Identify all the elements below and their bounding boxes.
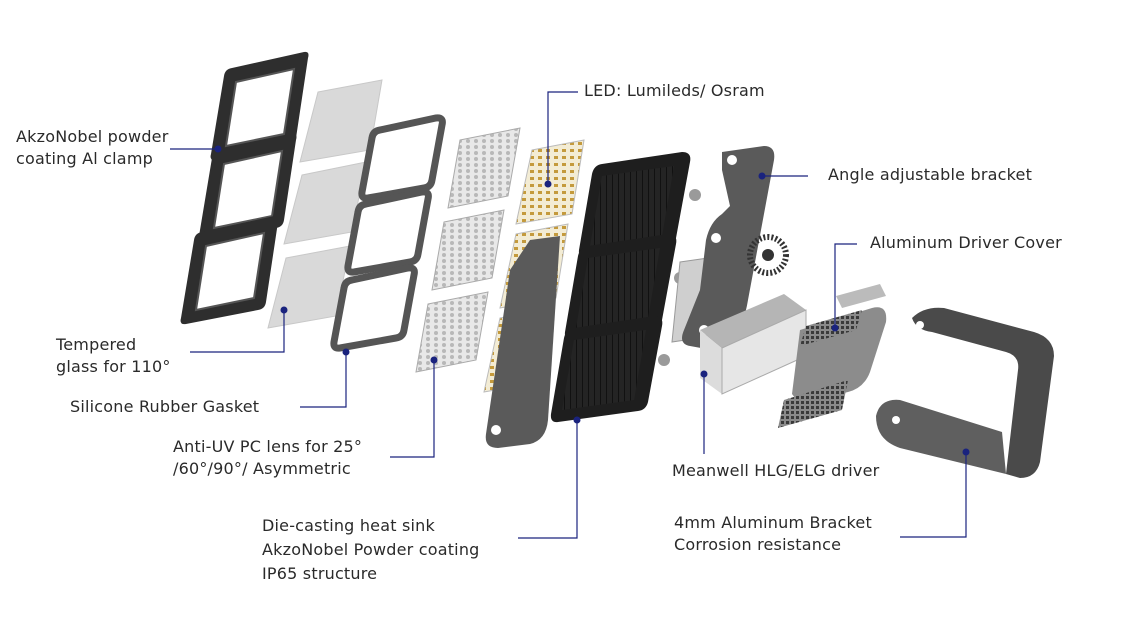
leader-glass	[190, 310, 285, 353]
label-heatsink-line3: IP65 structure	[262, 564, 378, 583]
label-lens: Anti-UV PC lens for 25° /60°/90°/ Asymme…	[173, 436, 362, 480]
label-heatsink: Die-casting heat sink AkzoNobel Powder c…	[262, 514, 480, 586]
dot-driver	[700, 370, 708, 378]
label-lens-line1: Anti-UV PC lens for 25°	[173, 437, 363, 456]
dot-clamp	[214, 145, 222, 153]
dot-bracket	[962, 448, 970, 456]
leader-bracket	[900, 452, 967, 538]
label-lens-line2: /60°/90°/ Asymmetric	[173, 459, 351, 478]
label-bracket-adjust-line1: Angle adjustable bracket	[828, 165, 1033, 184]
pc-lenses	[415, 127, 521, 373]
label-led-line1: LED: Lumileds/ Osram	[584, 81, 765, 100]
label-driver: Meanwell HLG/ELG driver	[672, 460, 879, 482]
label-driver-line1: Meanwell HLG/ELG driver	[672, 461, 880, 480]
label-bracket-line1: 4mm Aluminum Bracket	[674, 513, 872, 532]
driver	[700, 294, 807, 395]
dot-glass	[280, 306, 288, 314]
label-glass: Tempered glass for 110°	[56, 334, 171, 378]
label-heatsink-line1: Die-casting heat sink	[262, 516, 435, 535]
dot-heatsink	[573, 416, 581, 424]
dot-gasket	[342, 348, 350, 356]
label-led: LED: Lumileds/ Osram	[584, 80, 765, 102]
driver-cover	[778, 284, 887, 428]
clamp-frame-3	[180, 215, 279, 325]
label-glass-line1: Tempered	[56, 335, 137, 354]
leader-heatsink	[518, 420, 578, 539]
leader-gasket	[300, 352, 347, 408]
leader-driver-cover	[834, 243, 857, 328]
label-gasket-line1: Silicone Rubber Gasket	[70, 397, 260, 416]
label-gasket: Silicone Rubber Gasket	[70, 396, 259, 418]
label-clamp-line1: AkzoNobel powder	[16, 127, 169, 146]
tempered-glass-panes	[267, 79, 383, 329]
label-heatsink-line2: AkzoNobel Powder coating	[262, 540, 480, 559]
label-bracket-line2: Corrosion resistance	[674, 535, 842, 554]
clamp-frames	[180, 51, 309, 325]
dot-led	[544, 180, 552, 188]
rear-plate	[485, 236, 560, 448]
label-driver-cover-line1: Aluminum Driver Cover	[870, 233, 1062, 252]
label-clamp-line2: coating Al clamp	[16, 149, 153, 168]
clamp-frame-1	[210, 51, 309, 161]
dot-lens	[430, 356, 438, 364]
leader-led	[547, 91, 578, 184]
label-bracket: 4mm Aluminum Bracket Corrosion resistanc…	[674, 512, 872, 556]
label-clamp: AkzoNobel powder coating Al clamp	[16, 126, 169, 170]
aluminum-bracket	[876, 307, 1054, 478]
silicone-gaskets	[330, 114, 446, 352]
angle-adjustable-bracket	[682, 146, 789, 351]
clamp-frame-2	[198, 133, 297, 243]
leader-lines	[170, 91, 967, 539]
dot-bracket-adjust	[758, 172, 766, 180]
label-driver-cover: Aluminum Driver Cover	[870, 232, 1062, 254]
leader-dots	[214, 145, 970, 456]
label-bracket-adjust: Angle adjustable bracket	[828, 164, 1032, 186]
heat-sink	[550, 152, 701, 423]
dot-driver-cover	[831, 324, 839, 332]
leader-lens	[390, 360, 435, 458]
label-glass-line2: glass for 110°	[56, 357, 171, 376]
